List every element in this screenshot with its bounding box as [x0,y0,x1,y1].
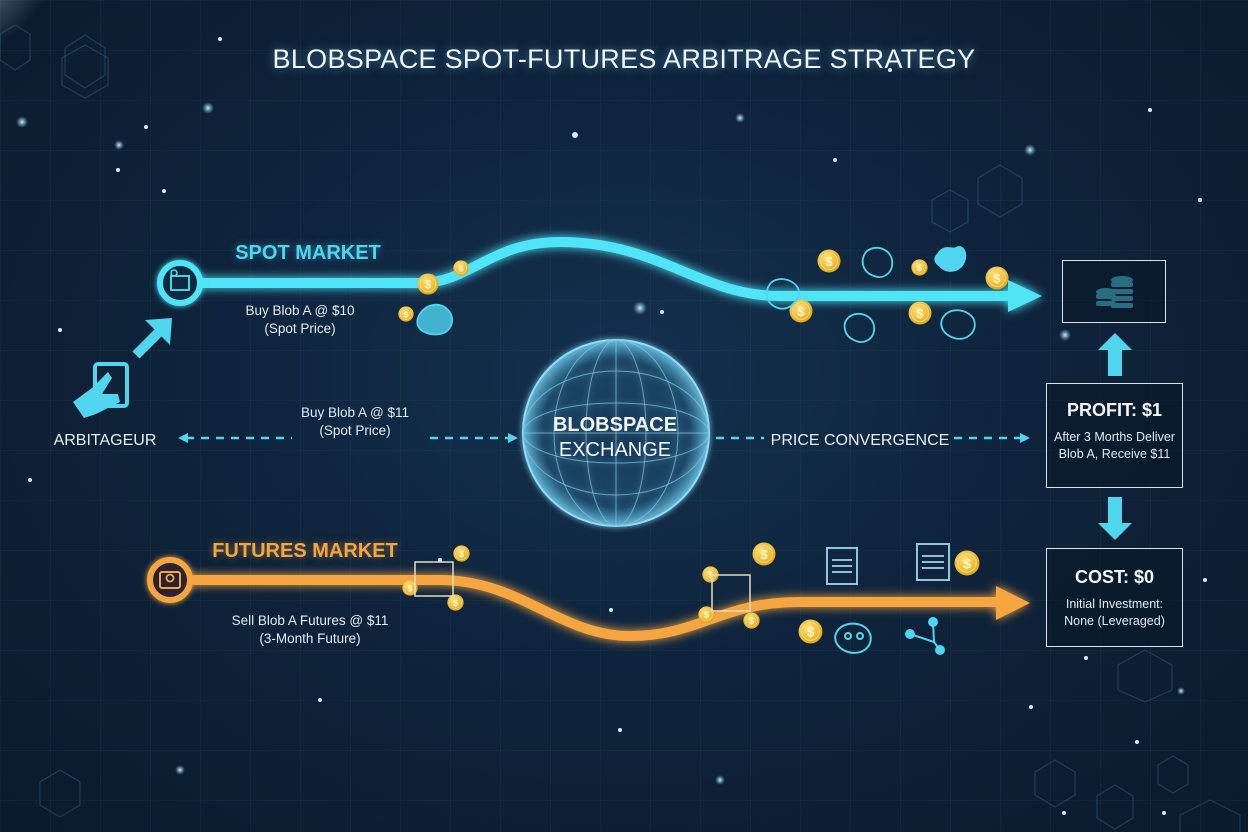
profit-up-arrow [1098,333,1132,376]
cost-down-arrow [1098,497,1132,540]
spot-market-title: SPOT MARKET [235,242,381,264]
coins-result-box [1062,260,1166,323]
fut-desc-line1: Sell Blob A Futures @ $11 [231,613,389,628]
spot-market-icon [157,260,203,306]
cost-details: Initial Investment: None (Leveraged) [1047,596,1182,630]
futures-contract-docs [414,561,751,612]
profit-line1: After 3 Morths Deliver [1054,430,1175,444]
cost-line1: Initial Investment: [1065,597,1164,611]
futures-market-icon [147,557,193,603]
globe-icon [522,339,710,527]
spot-desc-line2: (Spot Price) [264,321,336,336]
arbitrageur-label: ARBITAGEUR [53,432,157,449]
arbitrageur-up-arrow [132,318,172,359]
dashed-arrow-heads [178,433,1030,443]
profit-box: PROFIT: $1 After 3 Morths Deliver Blob A… [1046,383,1183,488]
futures-market-title: FUTURES MARKET [212,540,398,562]
document-icons [826,543,950,585]
profit-line2: Blob A, Receive $11 [1058,447,1171,461]
cost-heading: COST: $0 [1074,567,1155,587]
exchange-line1: BLOBSPACE [552,414,678,436]
exchange-line2: EXCHANGE [558,439,672,461]
futures-flow-arrow [185,575,1030,642]
hand-tablet-icon [73,362,129,418]
profit-details: After 3 Morths Deliver Blob A, Receive $… [1047,429,1182,463]
spot-desc-line1: Buy Blob A @ $10 [245,303,355,318]
mid-desc-line1: Buy Blob A @ $11 [300,405,410,420]
cost-box: COST: $0 Initial Investment: None (Lever… [1046,548,1183,647]
blob-creatures [416,246,976,343]
middle-description: Buy Blob A @ $11 (Spot Price) [280,404,430,440]
price-convergence-label: PRICE CONVERGENCE [770,432,950,449]
fut-desc-line2: (3-Month Future) [259,631,361,646]
page-title: BLOBSPACE SPOT-FUTURES ARBITRAGE STRATEG… [272,44,976,74]
profit-heading: PROFIT: $1 [1066,400,1163,420]
futures-blobs [834,617,945,655]
mid-desc-line2: (Spot Price) [319,423,391,438]
exchange-label: BLOBSPACE EXCHANGE [520,413,710,463]
futures-market-description: Sell Blob A Futures @ $11 (3-Month Futur… [220,612,400,648]
cost-line2: None (Leveraged) [1064,614,1165,628]
spot-market-description: Buy Blob A @ $10 (Spot Price) [220,302,380,338]
